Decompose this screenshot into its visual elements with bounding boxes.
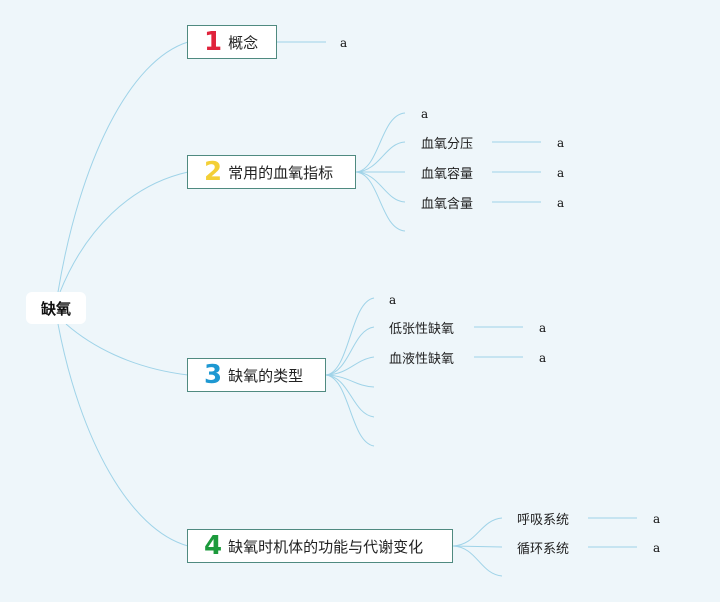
connector-topic2-top [355,112,406,173]
sub-node-xueyang-fenya[interactable]: 血氧分压 [421,137,474,152]
topic-3-node[interactable]: 3 缺氧的类型 [187,358,326,392]
connector-topic4-bottom [452,545,503,577]
sub-leaf: a [539,321,547,335]
sub-leaf: a [557,136,565,150]
topic-2-label: 常用的血氧指标 [228,163,334,182]
topic-4-label: 缺氧时机体的功能与代谢变化 [228,537,424,556]
connector-topic2-sub3 [355,171,406,203]
topic-4-number: 4 [204,531,223,561]
topic-1-label: 概念 [228,33,259,52]
connector-topic4-sub2 [452,545,503,548]
sub-leaf: a [557,166,565,180]
connector-topic4-sub1 [452,517,503,547]
topic-3-label: 缺氧的类型 [228,366,304,385]
sub-node-xueyexing[interactable]: 血液性缺氧 [389,352,455,367]
connector-root-topic3 [65,323,189,376]
topic-1-node[interactable]: 1 概念 [187,25,277,59]
connector-topic3-e3 [325,374,375,447]
topic-1-leaf: a [340,36,348,50]
sub-leaf: a [653,541,661,555]
topic-2-node[interactable]: 2 常用的血氧指标 [187,155,356,189]
topic-2-number: 2 [204,157,223,187]
root-label: 缺氧 [40,299,71,318]
root-node[interactable]: 缺氧 [26,292,86,324]
sub-node-dizhangxing[interactable]: 低张性缺氧 [389,322,455,337]
connector-topic3-sub1 [325,326,375,376]
sub-node-huxi[interactable]: 呼吸系统 [517,513,570,528]
topic-2-top-leaf: a [421,107,429,121]
sub-leaf: a [557,196,565,210]
sub-node-xueyang-hanliang[interactable]: 血氧含量 [421,197,474,212]
sub-node-xunhuan[interactable]: 循环系统 [517,542,570,557]
topic-3-number: 3 [204,360,223,390]
connector-topic3-e2 [325,374,375,418]
sub-leaf: a [539,351,547,365]
sub-node-xueyang-rongliang[interactable]: 血氧容量 [421,167,474,182]
connector-topic3-top [325,297,375,376]
connector-topic3-sub2 [325,356,375,376]
topic-4-node[interactable]: 4 缺氧时机体的功能与代谢变化 [187,529,453,563]
connector-root-topic1 [57,41,189,293]
topic-1-number: 1 [204,27,223,57]
topic-3-top-leaf: a [389,293,397,307]
connector-topic3-e1 [325,374,375,388]
connector-root-topic2 [59,171,189,293]
connector-topic2-sub1 [355,141,406,173]
connector-root-topic4 [57,323,189,547]
sub-leaf: a [653,512,661,526]
connector-topic2-bottom [355,171,406,232]
